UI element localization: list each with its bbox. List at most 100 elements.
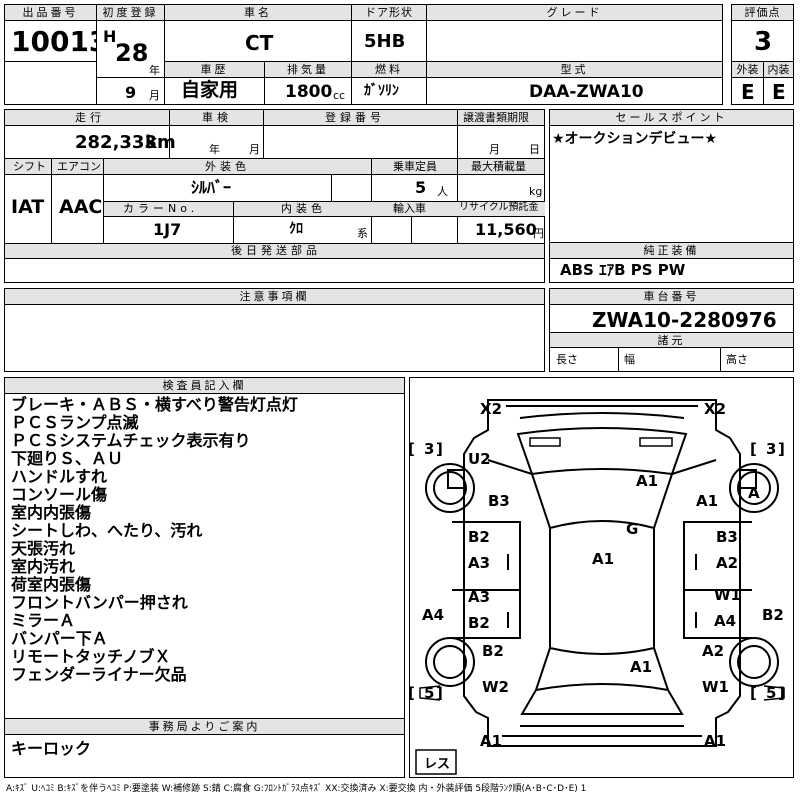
inspection-month-unit: 月 xyxy=(249,143,260,156)
exterior-grade-label: 外装 xyxy=(732,62,763,78)
max-load-unit: kg xyxy=(529,185,543,198)
lot-number-value: 10013 xyxy=(11,25,109,58)
inspector-remark-item: シートしわ、へたり、汚れ xyxy=(11,521,203,540)
wheel-rear-left xyxy=(425,637,475,687)
inspector-remark-item: バンパー下Ａ xyxy=(11,629,108,648)
inspector-remark-item: コンソール傷 xyxy=(11,485,108,504)
first-registration-label: 初度登録 xyxy=(97,5,164,21)
office-notice-box: 事務局よりご案内 キーロック xyxy=(4,718,405,778)
office-notice-label: 事務局よりご案内 xyxy=(5,719,404,735)
height-label: 高さ xyxy=(726,353,748,366)
tire-rear-left: 5 xyxy=(424,684,434,702)
interior-grade-box: 内装 E xyxy=(763,61,794,105)
office-notice-text: キーロック xyxy=(11,739,92,758)
inspector-remark-item: ミラーＡ xyxy=(11,611,76,630)
shift-value: IAT xyxy=(11,196,45,218)
import-label: 輸入車 xyxy=(393,202,426,215)
transfer-month-unit: 月 xyxy=(489,143,500,156)
sales-point-box: セールスポイント ★オークションデビュー★ xyxy=(549,109,794,243)
wheel-front-left xyxy=(425,463,475,513)
code-4: A1 xyxy=(636,472,658,490)
door-value: 5HB xyxy=(364,31,406,52)
code-24: A1 xyxy=(480,732,502,750)
capacity-label: 乗車定員 xyxy=(393,160,437,173)
spare-tire-value: レス xyxy=(424,757,450,772)
code-7: G xyxy=(626,520,638,538)
tire-front-left: 3 xyxy=(424,440,434,458)
code-1: X2 xyxy=(704,400,726,418)
interior-color-label: 内装色 xyxy=(281,202,326,215)
recycle-label: リサイクル預託金 xyxy=(459,202,539,213)
wheel-rear-right xyxy=(729,637,779,687)
equipment-box: 純正装備 ABS ｴｱB PS PW xyxy=(549,242,794,283)
fuel-box: 燃料 ｶﾞｿﾘﾝ xyxy=(351,61,427,105)
car-diagram-box: レス 3 3 5 5 X2 X2 U2 B3 A1 A1 A G A1 B2 A… xyxy=(409,377,794,778)
grade-box: グレード xyxy=(426,4,723,62)
score-box: 評価点 3 xyxy=(731,4,794,62)
vehicle-info-block: 走行 車検 登録番号 譲渡書類期限 282,333 km 年 月 月 日 シフト… xyxy=(4,109,545,283)
inspector-remark-item: ブレーキ・ＡＢＳ・横すべり警告灯点灯 xyxy=(11,395,298,414)
code-9: B2 xyxy=(468,528,490,546)
svg-text:[: [ xyxy=(410,684,415,702)
door-box: ドア形状 5HB xyxy=(351,4,427,62)
mileage-label: 走行 xyxy=(75,111,105,124)
aircon-label: エアコン xyxy=(57,160,101,173)
svg-text:[: [ xyxy=(410,440,415,458)
svg-text:]: ] xyxy=(436,440,443,458)
mileage-unit: km xyxy=(145,132,176,153)
inspector-remark-item: 室内汚れ xyxy=(11,557,76,576)
model-value: DAA-ZWA10 xyxy=(529,82,644,102)
exterior-grade-value: E xyxy=(741,80,755,104)
notes-label: 注意事項欄 xyxy=(5,289,544,305)
inspection-label: 車検 xyxy=(202,111,232,124)
code-25: A1 xyxy=(704,732,726,750)
svg-text:[: [ xyxy=(750,684,757,702)
code-10: A3 xyxy=(468,554,490,572)
inspector-remark-item: 天張汚れ xyxy=(11,539,76,558)
grade-label: グレード xyxy=(427,5,722,21)
transfer-day-unit: 日 xyxy=(529,143,540,156)
chassis-box: 車台番号 ZWA10-2280976 諸元 長さ 幅 高さ xyxy=(549,288,794,372)
tire-rear-right: 5 xyxy=(766,684,776,702)
svg-text:]: ] xyxy=(436,684,443,702)
wheel-front-right xyxy=(729,463,779,513)
inspector-remark-item: 下廻りＳ、ＡＵ xyxy=(11,449,124,468)
displacement-unit: cc xyxy=(333,89,346,102)
year-unit: 年 xyxy=(149,64,160,77)
aircon-value: AAC xyxy=(59,196,103,218)
transfer-doc-label: 譲渡書類期限 xyxy=(463,111,529,124)
score-value: 3 xyxy=(754,27,773,57)
inspector-remark-item: フェンダーライナー欠品 xyxy=(11,665,187,684)
code-15: W1 xyxy=(714,586,741,604)
code-22: W2 xyxy=(482,678,509,696)
lot-blank-box xyxy=(4,61,97,105)
inspector-remarks-label: 検査員記入欄 xyxy=(5,378,404,394)
code-0: X2 xyxy=(480,400,502,418)
code-19: B2 xyxy=(482,642,504,660)
history-label: 車歴 xyxy=(165,62,264,78)
width-label: 幅 xyxy=(624,353,635,366)
code-20: A2 xyxy=(702,642,724,660)
recycle-unit: 円 xyxy=(533,227,544,240)
history-value: 自家用 xyxy=(181,79,239,101)
shift-label: シフト xyxy=(13,160,46,173)
month-unit: 月 xyxy=(149,89,160,102)
first-registration-box: 初度登録 H 28 年 9 月 xyxy=(96,4,165,105)
svg-text:]: ] xyxy=(778,440,785,458)
code-21: A1 xyxy=(630,658,652,676)
sales-point-text: ★オークションデビュー★ xyxy=(552,131,718,147)
history-box: 車歴 自家用 xyxy=(164,61,265,105)
inspector-remark-item: ＰＣＳシステムチェック表示有り xyxy=(11,431,251,450)
displacement-value: 1800 xyxy=(285,82,333,102)
interior-color-unit: 系 xyxy=(357,227,368,240)
month-value: 9 xyxy=(125,83,137,102)
car-name-label: 車名 xyxy=(165,5,351,21)
exterior-color-value: ｼﾙﾊﾞｰ xyxy=(191,178,232,197)
color-number-label: カラーNo. xyxy=(123,202,199,215)
code-17: A4 xyxy=(714,612,736,630)
year-value: 28 xyxy=(115,39,149,67)
score-label: 評価点 xyxy=(732,5,793,21)
inspection-year-unit: 年 xyxy=(209,143,220,156)
